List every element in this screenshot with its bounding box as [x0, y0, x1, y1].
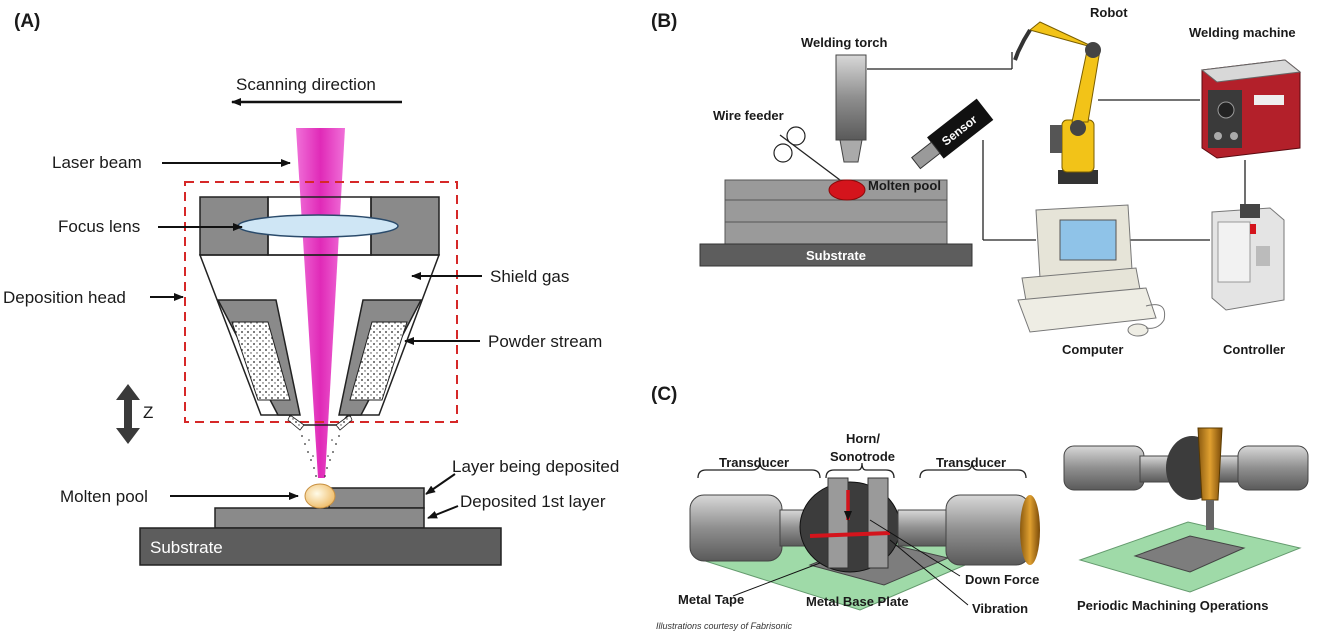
substrate-a-label: Substrate [150, 538, 223, 557]
transducer-left-label: Transducer [719, 455, 789, 470]
substrate-a [139, 527, 502, 566]
ultrasonic-transducer-right [897, 494, 1040, 566]
panel-a: (A) Scanning direction Laser beam Focus … [3, 11, 619, 566]
vibration-arrow [809, 531, 891, 538]
sensor: Sensor [911, 98, 994, 170]
laser-beam-label: Laser beam [52, 153, 142, 172]
transducer-right-brace [919, 461, 1027, 479]
metal-base-plate-label: Metal Base Plate [806, 594, 909, 609]
panel-a-tag: (A) [14, 11, 40, 32]
welding-torch-nozzle [839, 139, 863, 163]
powder-fill-left [231, 321, 291, 401]
powder-tip-left [287, 414, 305, 431]
powder-stream-label: Powder stream [488, 332, 602, 351]
layer-being-deposited-label: Layer being deposited [452, 457, 619, 476]
controller-label: Controller [1223, 342, 1285, 357]
molten-pool-b-label: Molten pool [868, 178, 941, 193]
deposition-head-box [184, 181, 458, 423]
shield-gas-label: Shield gas [490, 267, 569, 286]
robot [1013, 21, 1101, 184]
molten-pool-a-label: Molten pool [60, 487, 148, 506]
layer-being-deposited [328, 487, 425, 509]
horn-brace [825, 462, 895, 479]
panel-b-tag: (B) [651, 11, 677, 32]
down-force-label: Down Force [965, 572, 1039, 587]
computer [1017, 204, 1166, 337]
b-layer-2 [724, 199, 948, 223]
layer-being-deposited-pointer [425, 473, 456, 495]
substrate-b-label: Substrate [806, 248, 866, 263]
metal-tape-label: Metal Tape [678, 592, 744, 607]
welding-machine [1200, 59, 1302, 159]
controller [1211, 204, 1285, 311]
powder-fill-right [349, 321, 408, 401]
metal-tape-pointer [732, 562, 821, 597]
substrate-b [699, 243, 973, 267]
welding-machine-label: Welding machine [1189, 25, 1296, 40]
transducer-left-brace [697, 461, 821, 479]
robot-label: Robot [1090, 5, 1128, 20]
wire [779, 134, 841, 181]
scanning-direction-label: Scanning direction [236, 75, 376, 94]
powder-tip-right [335, 414, 353, 431]
b-layer-1 [724, 221, 948, 245]
molten-pool-b [828, 179, 866, 201]
machining-illustration [1063, 427, 1309, 593]
transducer-right-label: Transducer [936, 455, 1006, 470]
down-force-pointer [869, 519, 961, 577]
deposited-first-layer-label: Deposited 1st layer [460, 492, 606, 511]
wire-feeder-roller-bottom [773, 143, 793, 163]
horn-label-line1: Horn/ [846, 431, 880, 446]
deposited-first-layer [214, 507, 425, 529]
focus-lens [237, 214, 399, 238]
horn-label-line2: Sonotrode [830, 449, 895, 464]
welding-torch-body [835, 54, 867, 141]
ultrasonic-transducer-left [689, 494, 811, 562]
periodic-machining-label: Periodic Machining Operations [1077, 598, 1268, 613]
z-axis-arrow [116, 384, 140, 444]
deposition-head-label: Deposition head [3, 288, 126, 307]
credit-text: Illustrations courtesy of Fabrisonic [656, 621, 793, 631]
panel-c-tag: (C) [651, 384, 677, 405]
computer-label: Computer [1062, 342, 1123, 357]
z-axis-label: Z [143, 403, 153, 422]
welding-torch-label: Welding torch [801, 35, 887, 50]
connection-lines [867, 52, 1246, 241]
wire-feeder-roller-top [786, 126, 806, 146]
panel-b: (B) Welding torch Wire feeder Sensor [651, 5, 1302, 357]
deposited-first-layer-pointer [427, 505, 459, 519]
vibration-pointer [889, 539, 969, 606]
focus-lens-label: Focus lens [58, 217, 140, 236]
sonotrode [799, 477, 901, 573]
wire-feeder-label: Wire feeder [713, 108, 784, 123]
vibration-label: Vibration [972, 601, 1028, 616]
panel-c: (C) Transducer Horn/ Sonotrode Transduce… [651, 384, 1309, 631]
powder-spray [301, 435, 340, 477]
molten-pool-a [304, 483, 336, 509]
